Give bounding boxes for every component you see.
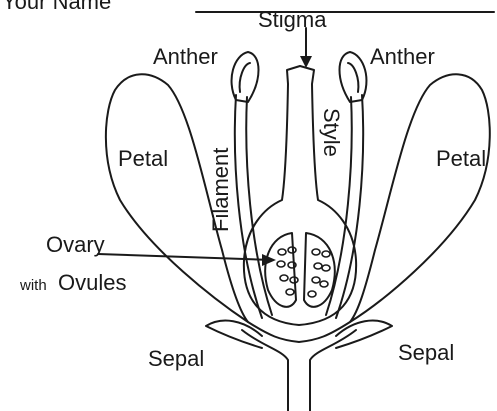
ovules-label: Ovules <box>58 272 126 294</box>
style-label: Style <box>320 108 342 157</box>
anther-label-right: Anther <box>370 46 435 68</box>
right-petal <box>350 74 490 322</box>
sepal-label-right: Sepal <box>398 342 454 364</box>
name-label: Your Name <box>2 0 111 13</box>
left-filament <box>235 95 262 318</box>
petal-label-left: Petal <box>118 148 168 170</box>
left-filament-inner <box>246 97 272 315</box>
with-label: with <box>20 278 47 293</box>
petal-label-right: Petal <box>436 148 486 170</box>
sepal-label-left: Sepal <box>148 348 204 370</box>
filament-label: Filament <box>210 148 232 232</box>
ovary-label: Ovary <box>46 234 105 256</box>
ovary-chamber-left <box>265 233 296 307</box>
ovary-arrowhead <box>262 254 276 266</box>
pistil <box>244 66 356 325</box>
anther-label-left: Anther <box>153 46 218 68</box>
stigma-label: Stigma <box>258 9 326 31</box>
